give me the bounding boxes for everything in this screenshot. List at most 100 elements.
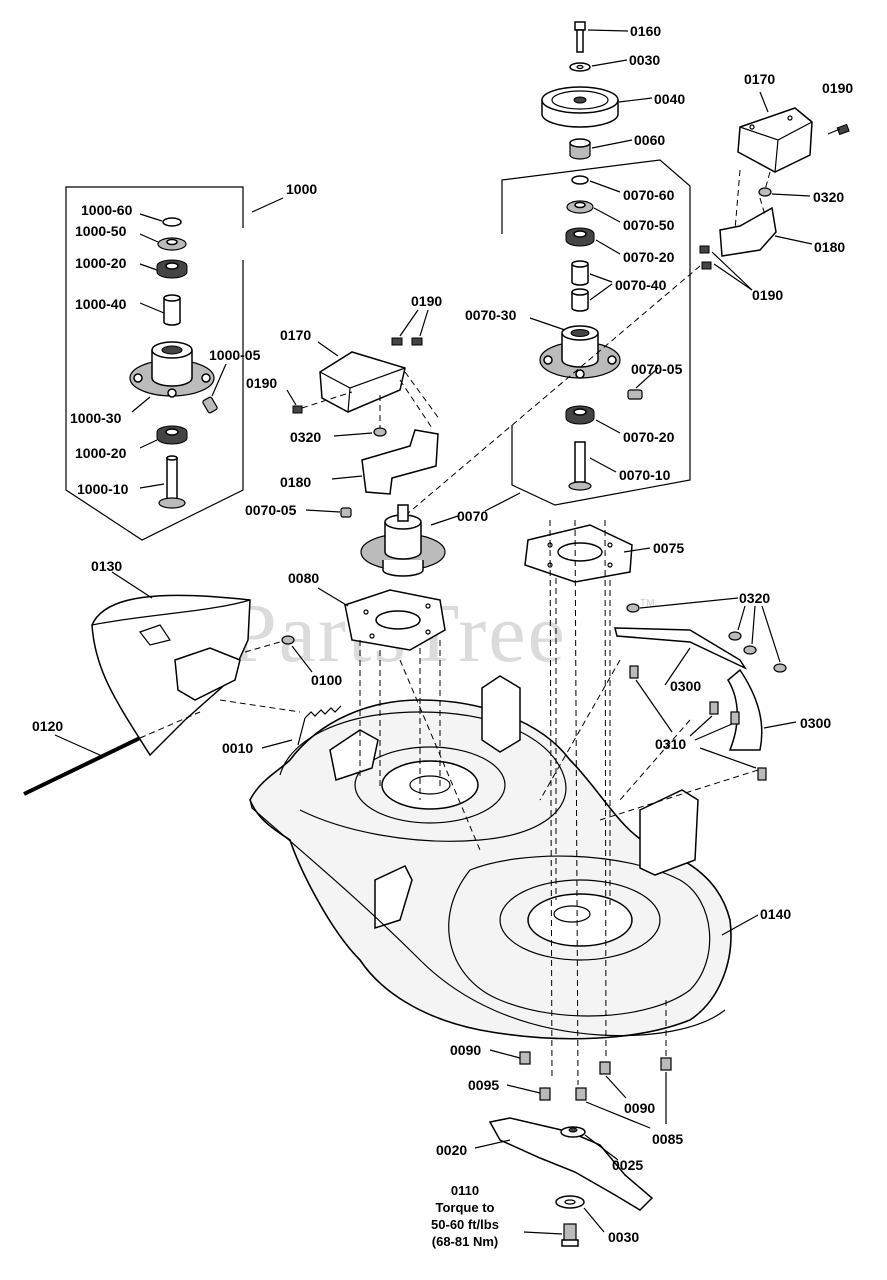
part-1000-60-retainer-ring	[139, 213, 182, 227]
label-0070-50: 0070-50	[623, 217, 675, 233]
part-0190-bolts-mid-top	[391, 309, 429, 346]
part-0070-60-ring	[571, 175, 621, 193]
label-0180-right: 0180	[814, 239, 846, 255]
label-1000-20-bottom: 1000-20	[75, 445, 127, 461]
part-0030-washer-bottom	[555, 1195, 605, 1233]
label-0070-05-right: 0070-05	[631, 361, 683, 377]
spindle-assembly-0070-box	[484, 159, 691, 512]
label-0090-a: 0090	[450, 1042, 482, 1058]
part-1000-05-grease-fitting	[202, 363, 227, 414]
part-0040-pulley	[541, 86, 653, 128]
part-0070-20-bearing-bottom	[565, 405, 621, 434]
label-0030-top: 0030	[629, 52, 661, 68]
part-0090-bolt-a	[489, 1049, 531, 1065]
part-0070-10-shaft	[568, 441, 617, 491]
part-0070-05-grease-fitting-right	[627, 367, 659, 400]
spindle-assembly-1000-box	[65, 186, 284, 541]
part-0070-40-spacers	[571, 260, 613, 312]
part-0020-blade	[474, 1117, 654, 1211]
torque-line-2: 50-60 ft/lbs	[431, 1217, 499, 1232]
part-0090-bolt-b	[599, 1061, 627, 1099]
label-0010: 0010	[222, 740, 254, 756]
label-0070-40: 0070-40	[615, 277, 667, 293]
label-0070: 0070	[457, 508, 489, 524]
label-0130: 0130	[91, 558, 123, 574]
label-1000-30: 1000-30	[70, 410, 122, 426]
label-0075: 0075	[653, 540, 685, 556]
label-1000-40: 1000-40	[75, 296, 127, 312]
torque-note: 0110 Torque to 50-60 ft/lbs (68-81 Nm)	[410, 1182, 520, 1250]
label-0300-b: 0300	[800, 715, 832, 731]
part-0190-bolt-right-top	[827, 123, 850, 136]
label-0140: 0140	[760, 906, 792, 922]
part-0025-washer	[560, 1126, 619, 1161]
label-1000-10: 1000-10	[77, 481, 129, 497]
label-0190-mid-left: 0190	[246, 375, 278, 391]
label-0170-right: 0170	[744, 71, 776, 87]
label-0020: 0020	[436, 1142, 468, 1158]
label-0040: 0040	[654, 91, 686, 107]
part-0300-baffle-b	[727, 668, 797, 751]
part-0070-spindle-mid	[360, 504, 459, 577]
part-1000-10-spindle-shaft	[139, 455, 186, 509]
part-0120-rod	[23, 734, 141, 796]
label-0310: 0310	[655, 736, 687, 752]
deck-leader-lines	[359, 519, 759, 1086]
label-0190-mid-top: 0190	[411, 293, 443, 309]
label-0160: 0160	[630, 23, 662, 39]
part-0310-bolts	[629, 665, 767, 781]
label-0190-right-top: 0190	[822, 80, 854, 96]
torque-line-1: Torque to	[435, 1200, 495, 1215]
label-0095: 0095	[468, 1077, 500, 1093]
part-0140-mower-deck	[249, 675, 759, 1040]
part-0190-bolt-mid-left	[286, 389, 303, 414]
label-0300-a: 0300	[670, 678, 702, 694]
part-0300-baffle-a	[614, 627, 747, 686]
label-1000-05: 1000-05	[209, 347, 261, 363]
part-0190-bolts-right-bottom	[699, 245, 753, 291]
part-0170-belt-guard-mid	[317, 341, 406, 413]
label-1000-50: 1000-50	[75, 223, 127, 239]
part-0180-bracket-mid	[331, 429, 439, 495]
part-0075-gasket	[524, 524, 651, 583]
label-0070-30: 0070-30	[465, 307, 517, 323]
part-0110-blade-bolt	[523, 1223, 579, 1247]
label-0070-60: 0070-60	[623, 187, 675, 203]
label-0110: 0110	[450, 1183, 480, 1198]
part-0030-washer-top	[569, 59, 628, 72]
label-0180-mid: 0180	[280, 474, 312, 490]
label-0030-bottom: 0030	[608, 1229, 640, 1245]
part-0170-belt-guard-right	[737, 91, 813, 173]
chute-leader-lines	[139, 641, 301, 739]
label-0320-mid: 0320	[290, 429, 322, 445]
part-0070-30-spindle-housing	[529, 317, 621, 379]
label-0100: 0100	[311, 672, 343, 688]
label-0190-right-bottom: 0190	[752, 287, 784, 303]
label-0080: 0080	[288, 570, 320, 586]
part-0100-nut	[281, 635, 313, 673]
part-0320-nut-right	[758, 187, 811, 197]
label-0090-b: 0090	[624, 1100, 656, 1116]
torque-line-3: (68-81 Nm)	[431, 1234, 499, 1249]
label-0060: 0060	[634, 132, 666, 148]
part-0070-20-bearing-top	[565, 227, 621, 255]
part-1000-30-spindle-housing	[129, 341, 215, 413]
label-1000: 1000	[286, 181, 318, 197]
label-0170-mid: 0170	[280, 327, 312, 343]
label-1000-60: 1000-60	[81, 202, 133, 218]
part-1000-50-seal	[139, 233, 187, 251]
part-0160-bolt	[574, 21, 629, 53]
label-0120: 0120	[32, 718, 64, 734]
part-0180-bracket-right	[719, 206, 813, 257]
part-0060-spacer	[569, 138, 633, 160]
label-0320-right: 0320	[813, 189, 845, 205]
label-0070-20-bottom: 0070-20	[623, 429, 675, 445]
label-0085: 0085	[652, 1131, 684, 1147]
part-0010-spring	[261, 705, 342, 749]
watermark-tm: TM	[640, 598, 655, 609]
label-0070-20-top: 0070-20	[623, 249, 675, 265]
part-0070-05-grease-fitting-mid	[305, 507, 352, 518]
label-0070-10: 0070-10	[619, 467, 671, 483]
part-0095-bolt	[506, 1084, 551, 1101]
